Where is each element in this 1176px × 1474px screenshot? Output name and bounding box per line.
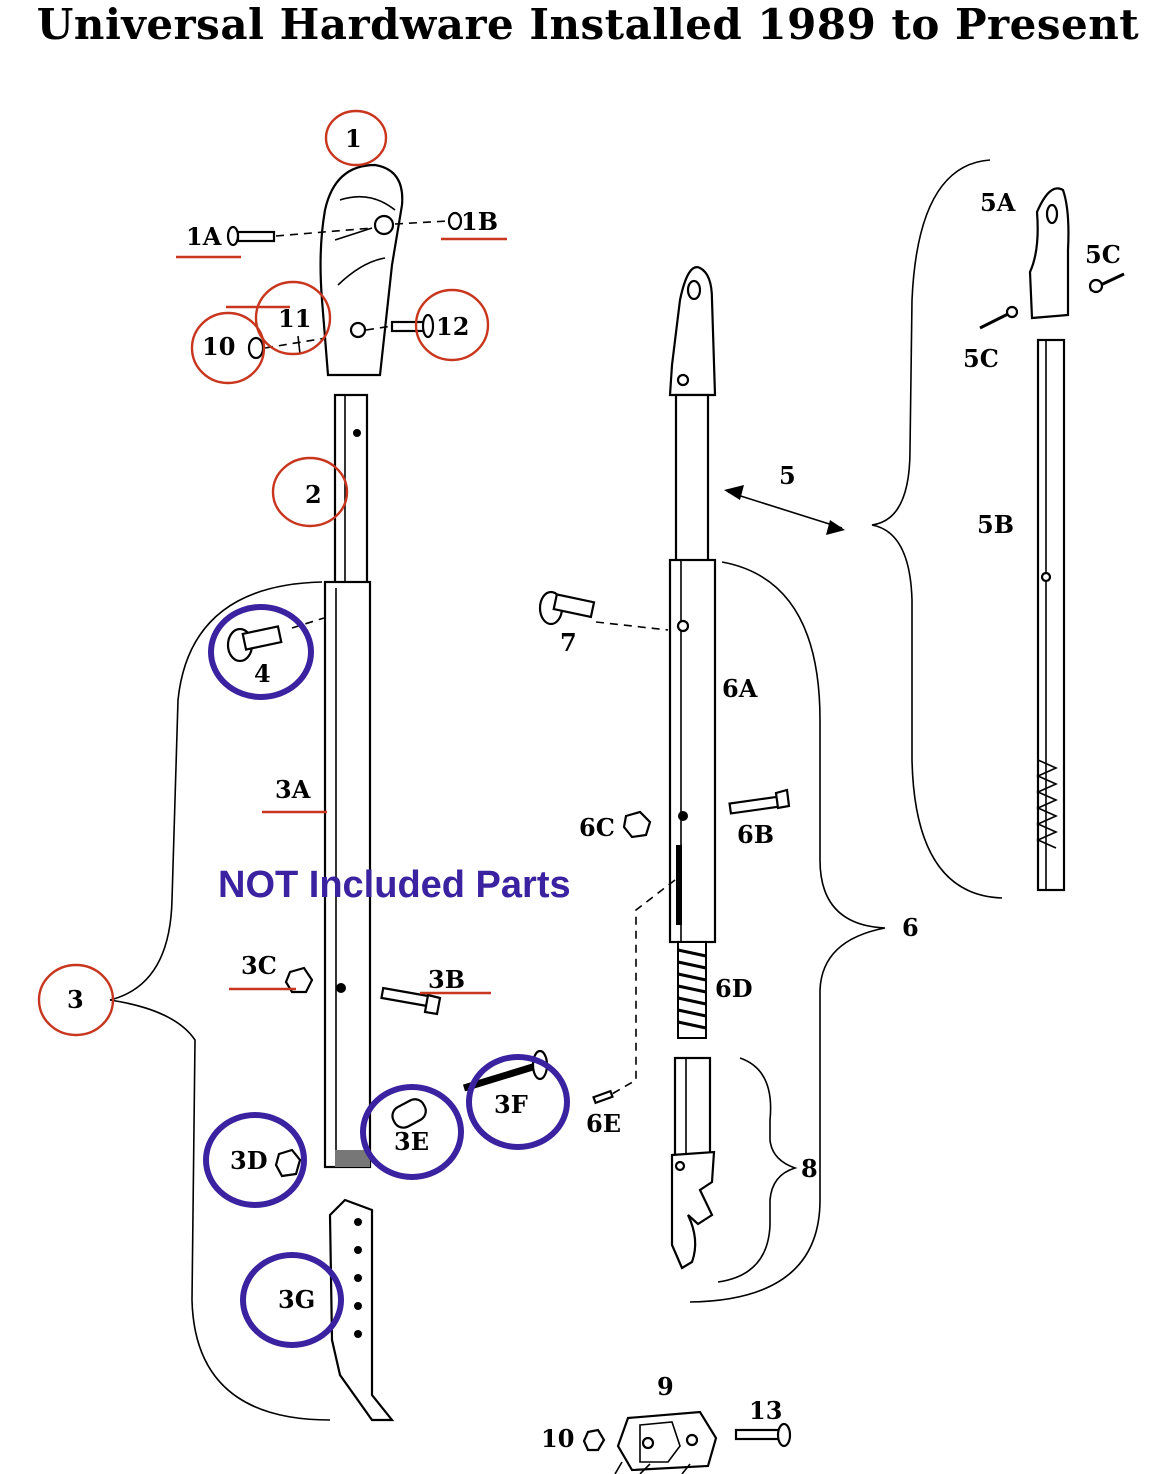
- label-1A: 1A: [186, 222, 222, 251]
- page-title: Universal Hardware Installed 1989 to Pre…: [36, 0, 1140, 49]
- part-5C-pins: [979, 272, 1125, 330]
- label-6B: 6B: [737, 820, 774, 849]
- label-3C: 3C: [241, 951, 277, 980]
- red-highlight-marks: [37, 109, 507, 1037]
- part-2-upper-tube: [333, 393, 369, 587]
- part-3B-bolt: [380, 986, 442, 1016]
- part-1B-nut: [394, 211, 463, 231]
- not-included-label: NOT Included Parts: [218, 864, 571, 906]
- label-8: 8: [801, 1154, 818, 1183]
- brace-3: [109, 581, 331, 1421]
- label-3: 3: [67, 985, 84, 1014]
- label-1: 1: [345, 124, 362, 153]
- label-5B: 5B: [977, 510, 1014, 539]
- part-6A-tube: [668, 558, 717, 944]
- label-5C-top: 5C: [1085, 240, 1121, 269]
- label-4: 4: [254, 659, 271, 688]
- label-3D: 3D: [230, 1146, 268, 1175]
- blue-not-included-marks: [203, 604, 570, 1348]
- part-1A-bolt: [226, 225, 373, 247]
- part-10-11-12-hardware: [247, 313, 435, 360]
- label-9: 9: [657, 1372, 674, 1401]
- label-13: 13: [749, 1396, 782, 1425]
- label-6D: 6D: [715, 974, 753, 1003]
- label-5A: 5A: [980, 188, 1016, 217]
- part-6E-pin: [592, 1089, 614, 1105]
- part-5-rail: [668, 266, 717, 567]
- part-3C-nut: [284, 966, 314, 994]
- part-5A-clevis: [1028, 187, 1070, 320]
- part-6C-nut: [622, 810, 652, 839]
- part-6D-spring: [677, 941, 707, 1039]
- label-3G: 3G: [278, 1285, 315, 1314]
- arrow-5: [727, 491, 843, 529]
- label-3E: 3E: [394, 1127, 429, 1156]
- part-3D-nut: [274, 1148, 302, 1178]
- brace-8: [717, 1057, 798, 1283]
- part-6B-bolt: [728, 788, 791, 815]
- label-10-top: 10: [202, 332, 235, 361]
- part-1-bracket: [319, 163, 404, 377]
- label-7: 7: [560, 628, 577, 657]
- part-5B-rail: [1036, 338, 1066, 892]
- label-3B: 3B: [428, 965, 465, 994]
- label-6E: 6E: [586, 1109, 621, 1138]
- dash-6E: [611, 879, 676, 1095]
- brace-5: [871, 159, 1003, 899]
- brace-6: [689, 561, 886, 1303]
- label-11: 11: [278, 304, 311, 333]
- label-6: 6: [902, 913, 919, 942]
- part-9-trolley: [582, 1410, 792, 1474]
- label-5: 5: [779, 461, 796, 490]
- label-6C: 6C: [579, 813, 615, 842]
- part-3G-bracket: [328, 1198, 395, 1422]
- part-7-pin: [538, 590, 669, 631]
- part-4-pin: [226, 625, 283, 663]
- label-2: 2: [305, 480, 322, 509]
- part-8-hook: [670, 1056, 716, 1270]
- label-6A: 6A: [722, 674, 758, 703]
- part-3E-sleeve: [391, 1098, 427, 1129]
- part-3A-lower-tube: [291, 580, 372, 1169]
- label-3A: 3A: [275, 775, 311, 804]
- label-5C-bottom: 5C: [963, 344, 999, 373]
- label-12: 12: [436, 312, 469, 341]
- label-10-bottom: 10: [541, 1424, 574, 1453]
- label-1B: 1B: [461, 207, 498, 236]
- label-3F: 3F: [494, 1090, 528, 1119]
